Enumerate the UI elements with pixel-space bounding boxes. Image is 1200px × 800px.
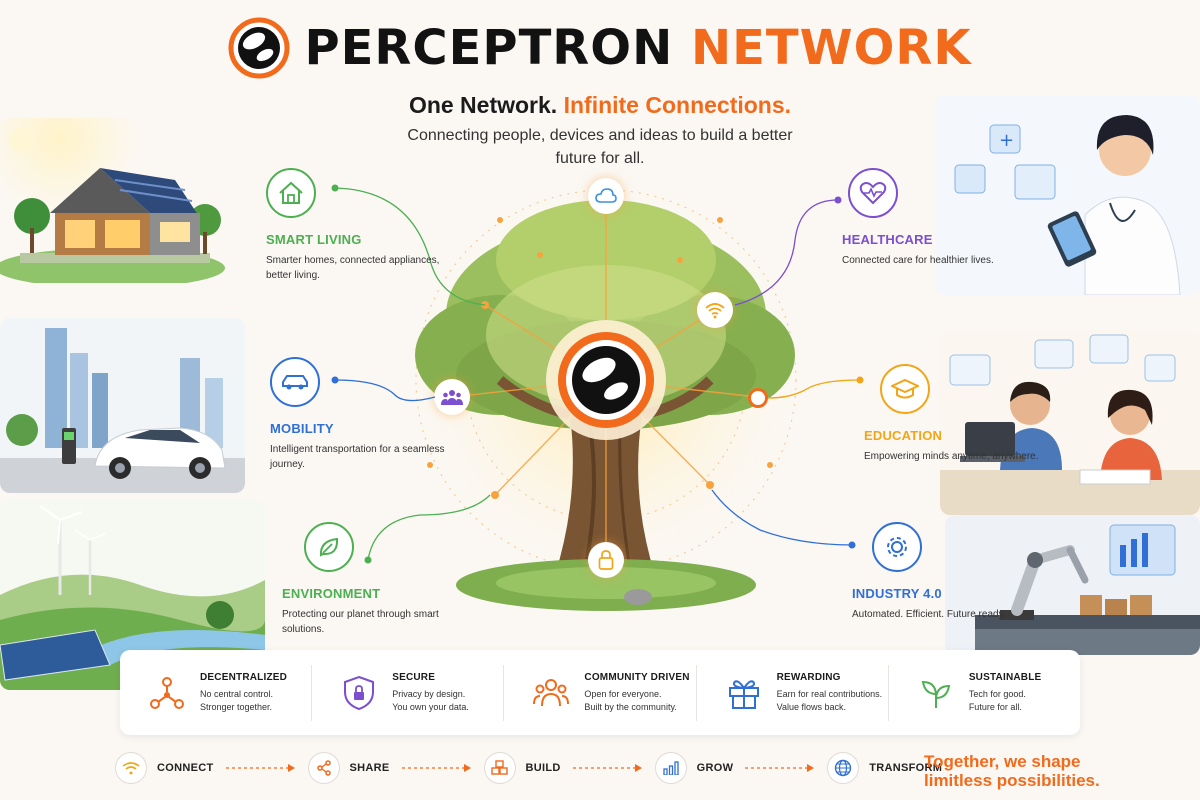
wifi-icon [115,752,147,784]
feature-title: ENVIRONMENT [282,586,381,601]
feature-environment: ENVIRONMENT Protecting our planet throug… [282,522,472,637]
arrow-icon [401,764,472,772]
feature-description: Connected care for healthier lives. [842,255,994,266]
values-panel: DECENTRALIZED No central control.Stronger… [120,650,1080,735]
feature-education: EDUCATION Empowering minds anytime, anyw… [864,364,1054,464]
value-description: No central control.Stronger together. [200,688,274,712]
value-decentralized: DECENTRALIZED No central control.Stronger… [120,664,313,721]
arrow-icon [225,764,296,772]
step-label: BUILD [525,762,561,774]
tagline: One Network. Infinite Connections. [408,92,792,118]
feature-title: EDUCATION [864,428,943,443]
value-title: COMMUNITY DRIVEN [584,671,690,683]
step-label: TRANSFORM [869,762,943,774]
feature-description: Empowering minds anytime, anywhere. [864,451,1039,462]
step-grow: GROW [654,752,734,784]
value-title: SECURE [392,671,436,683]
wifi-node-icon [697,292,733,328]
value-secure: SECURE Privacy by design.You own your dat… [312,664,505,721]
community-icon [533,678,570,706]
shield-lock-icon [344,675,375,710]
feature-title: SMART LIVING [266,232,362,247]
feature-healthcare: HEALTHCARE Connected care for healthier … [842,168,1032,268]
step-label: SHARE [349,762,390,774]
step-transform: TRANSFORM [827,752,942,784]
feature-title: HEALTHCARE [842,232,933,247]
svg-text:+: + [999,130,1014,151]
feature-industry: INDUSTRY 4.0 Automated. Efficient. Futur… [852,522,1042,622]
share-icon [307,752,340,784]
feature-description: Intelligent transportation for a seamles… [270,444,445,470]
value-title: DECENTRALIZED [200,671,288,683]
feature-description: Automated. Efficient. Future ready. [852,609,1006,620]
gear-icon [872,522,922,572]
feature-mobility: MOBILITY Intelligent transportation for … [270,357,460,472]
value-description: Open for everyone.Built by the community… [584,688,677,712]
heartbeat-icon [848,168,898,218]
step-share: SHARE [307,752,390,784]
feature-description: Protecting our planet through smart solu… [282,609,439,635]
cubes-icon [483,752,516,784]
perceptron-logo-icon [228,17,290,79]
feature-smart-living: SMART LIVING Smarter homes, connected ap… [266,168,456,283]
people-node-icon [434,379,470,415]
network-node-ring-icon [748,388,768,408]
value-description: Privacy by design.You own your data. [392,688,469,712]
smart-home-illustration [0,118,225,283]
step-build: BUILD [483,752,561,784]
value-description: Earn for real contributions.Value flows … [776,688,883,712]
electric-car-city-illustration [0,318,245,493]
page-title: PERCEPTRON NETWORK [304,20,972,76]
step-label: CONNECT [157,762,214,774]
house-icon [266,168,316,218]
arrow-icon [572,764,643,772]
step-label: GROW [696,762,734,774]
value-sustainable: SUSTAINABLE Tech for good.Future for all. [889,665,1080,721]
globe-icon [827,752,860,784]
value-title: REWARDING [776,671,841,683]
healthcare-doctor-illustration: + [935,95,1200,295]
value-description: Tech for good.Future for all. [968,688,1026,712]
arrow-icon [745,764,815,772]
value-community-driven: COMMUNITY DRIVEN Open for everyone.Built … [504,664,697,721]
sprout-icon [921,680,950,708]
graduation-cap-icon [880,364,930,414]
process-steps: CONNECT SHARE BUILD GROW TRANSFORM [115,748,942,788]
step-connect: CONNECT [115,752,214,784]
leaf-icon [304,522,354,572]
value-title: SUSTAINABLE [968,671,1042,683]
car-icon [270,357,320,407]
education-students-illustration [940,330,1200,515]
subtitle: Connecting people, devices and ideas to … [407,127,793,167]
gift-icon [728,679,759,709]
feature-description: Smarter homes, connected appliances, bet… [266,255,440,281]
network-icon [150,676,184,709]
cloud-node-icon [588,178,624,214]
value-rewarding: REWARDING Earn for real contributions.Val… [697,664,889,721]
feature-title: MOBILITY [270,421,334,436]
feature-title: INDUSTRY 4.0 [852,586,942,601]
bar-chart-icon [654,752,687,784]
lock-node-icon [588,542,624,578]
header: PERCEPTRON NETWORK [0,17,1200,79]
